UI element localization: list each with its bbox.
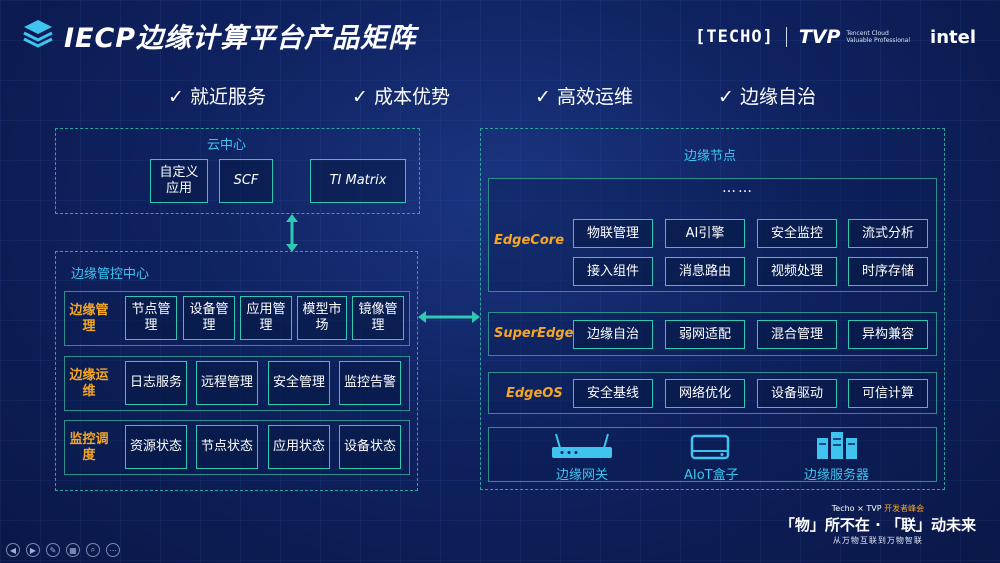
control-item: 节点管理: [125, 296, 177, 340]
tvp-logo: TVP: [798, 26, 841, 48]
edge-node-panel: [480, 128, 945, 490]
control-item: 模型市场: [297, 296, 347, 340]
control-item: 设备状态: [339, 425, 401, 469]
edgecore-item: AI引擎: [665, 219, 745, 248]
sponsor-logos: [TECHO] TVP Tencent Cloud Valuable Profe…: [695, 26, 976, 48]
control-row-label: 边缘管理: [69, 303, 109, 334]
cloud-item-custom-app: 自定义应用: [150, 159, 208, 203]
cloud-item-scf: SCF: [219, 159, 273, 203]
control-row-label: 监控调度: [69, 432, 109, 463]
layer-label-edgeos: EdgeOS: [506, 386, 563, 401]
edgecore-item: 物联管理: [573, 219, 653, 248]
control-item: 远程管理: [196, 361, 258, 405]
control-row-label: 边缘运维: [69, 368, 109, 399]
zoom-icon[interactable]: ⌕: [86, 543, 100, 557]
edge-control-panel: [55, 251, 418, 491]
page-title: IECP边缘计算平台产品矩阵: [64, 23, 417, 54]
edgecore-item: 消息路由: [665, 257, 745, 286]
control-item: 设备管理: [183, 296, 235, 340]
prev-slide-icon[interactable]: ◀: [6, 543, 20, 557]
tvp-logo-subtitle: Tencent Cloud Valuable Professional: [846, 30, 911, 44]
ellipsis-text: ……: [722, 180, 754, 196]
edgecore-item: 流式分析: [848, 219, 928, 248]
superedge-item: 异构兼容: [848, 320, 928, 349]
intel-logo: intel: [930, 26, 976, 48]
edgeos-item: 安全基线: [573, 379, 653, 408]
superedge-item: 混合管理: [757, 320, 837, 349]
server-icon: [817, 432, 857, 459]
logo-divider: [785, 27, 787, 47]
control-item: 日志服务: [125, 361, 187, 405]
event-subslogan: 从万物互联到万物智联: [832, 536, 923, 545]
device-label-gateway: 边缘网关: [556, 468, 609, 483]
edge-control-label: 边缘管控中心: [71, 267, 150, 282]
slides-grid-icon[interactable]: ▦: [66, 543, 80, 557]
next-slide-icon[interactable]: ▶: [26, 543, 40, 557]
pen-icon[interactable]: ✎: [46, 543, 60, 557]
edgeos-item: 可信计算: [848, 379, 928, 408]
superedge-item: 边缘自治: [573, 320, 653, 349]
layer-label-edgecore: EdgeCore: [494, 233, 565, 248]
cloud-center-label: 云中心: [207, 138, 247, 153]
advantage-item: ✓ 就近服务: [168, 86, 266, 108]
techo-logo: [TECHO]: [695, 27, 774, 47]
advantage-item: ✓ 成本优势: [352, 86, 450, 108]
edgecore-item: 接入组件: [573, 257, 653, 286]
more-options-icon[interactable]: ⋯: [106, 543, 120, 557]
control-item: 应用状态: [268, 425, 330, 469]
edgeos-item: 设备驱动: [757, 379, 837, 408]
layers-icon: [23, 20, 53, 48]
edge-node-label: 边缘节点: [684, 149, 737, 164]
edgecore-item: 安全监控: [757, 219, 837, 248]
slide-toolbar: ◀ ▶ ✎ ▦ ⌕ ⋯: [6, 543, 120, 557]
horizontal-arrow-icon: [418, 311, 480, 323]
edgecore-item: 时序存储: [848, 257, 928, 286]
layer-label-superedge: SuperEdge: [494, 326, 574, 341]
box-icon: [690, 434, 730, 460]
control-item: 资源状态: [125, 425, 187, 469]
superedge-item: 弱网适配: [665, 320, 745, 349]
event-slogan: 「物」所不在 · 「联」动未来: [779, 516, 976, 534]
control-item: 镜像管理: [352, 296, 404, 340]
router-icon: [552, 433, 612, 458]
cloud-item-ti-matrix: TI Matrix: [310, 159, 406, 203]
advantage-item: ✓ 边缘自治: [718, 86, 816, 108]
advantage-item: ✓ 高效运维: [535, 86, 633, 108]
control-item: 应用管理: [240, 296, 292, 340]
edgeos-item: 网络优化: [665, 379, 745, 408]
control-item: 节点状态: [196, 425, 258, 469]
event-brand-top: Techo × TVP 开发者峰会: [831, 504, 925, 513]
control-item: 监控告警: [339, 361, 401, 405]
vertical-arrow-icon: [286, 214, 298, 252]
control-item: 安全管理: [268, 361, 330, 405]
cloud-center-panel: [55, 128, 420, 214]
device-label-edge-server: 边缘服务器: [804, 468, 870, 483]
edgecore-item: 视频处理: [757, 257, 837, 286]
event-branding: Techo × TVP 开发者峰会 「物」所不在 · 「联」动未来 从万物互联到…: [780, 503, 976, 546]
device-label-aiot-box: AIoT盒子: [684, 468, 739, 483]
